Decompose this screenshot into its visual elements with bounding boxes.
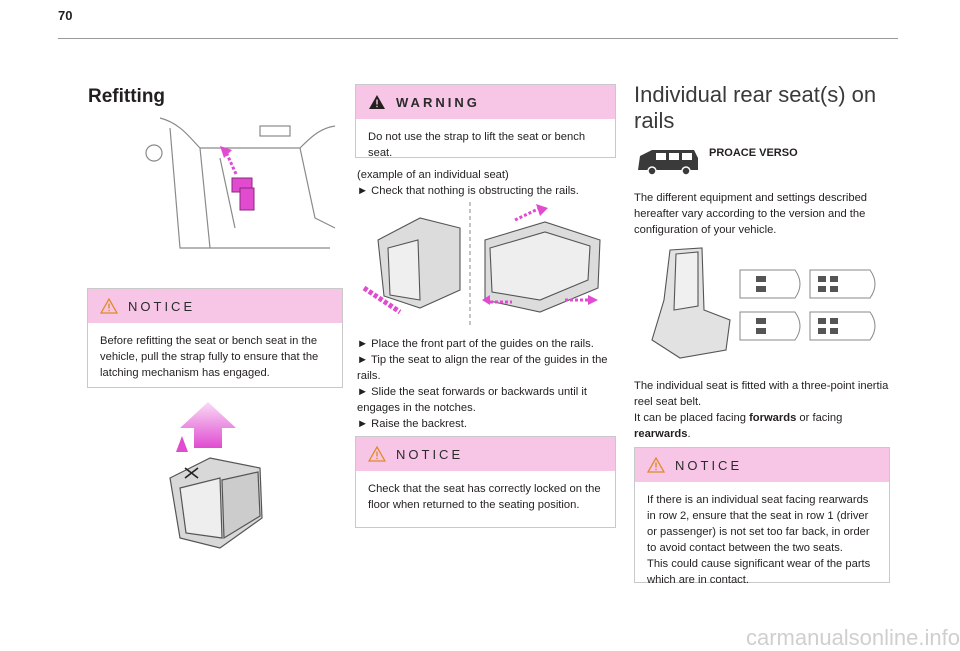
warning-text: Do not use the strap to lift the seat or… [368, 131, 586, 159]
warning-box-strap: WARNING Do not use the strap to lift the… [355, 84, 616, 159]
facing-end: . [687, 428, 691, 440]
notice-title: NOTICE [675, 457, 743, 473]
notice-text-line: This could cause significant wear of the… [647, 558, 871, 586]
notice-box-refitting: NOTICE Before refitting the seat or benc… [87, 288, 343, 388]
header-rule [58, 38, 898, 39]
notice-text: If there is an individual seat facing re… [635, 482, 889, 596]
notice-text: Check that the seat has correctly locked… [368, 483, 601, 511]
notice-text-line: If there is an individual seat facing re… [647, 494, 870, 554]
facing-rearwards: rearwards [634, 428, 688, 440]
step-line: ► Raise the backrest. [357, 418, 467, 430]
paragraph-line: (example of an individual seat) [357, 169, 509, 181]
footer-watermark: carmanualsonline.info [745, 625, 960, 650]
van-icon [638, 150, 698, 176]
notice-text: Before refitting the seat or bench seat … [100, 335, 319, 379]
strap-illustration [145, 117, 336, 249]
intro-paragraph: The different equipment and settings des… [634, 192, 868, 236]
warning-header: WARNING [356, 85, 615, 119]
seat-lift-illustration [169, 402, 263, 549]
step-line: ► Slide the seat forwards or backwards u… [357, 386, 587, 414]
warning-title: WARNING [396, 94, 480, 110]
paragraph-line: ► Check that nothing is obstructing the … [357, 185, 579, 197]
notice-title: NOTICE [396, 446, 464, 462]
warning-triangle-outline-icon [647, 457, 665, 473]
notice-box-locking: NOTICE Check that the seat has correctly… [355, 436, 616, 528]
seat-fitting-steps: ► Place the front part of the guides on … [357, 336, 619, 432]
rails-check-paragraph: (example of an individual seat) ► Check … [357, 167, 617, 199]
facing-text: It can be placed facing [634, 412, 750, 424]
model-label: PROACE VERSO [709, 147, 798, 159]
notice-title: NOTICE [128, 298, 196, 314]
warning-triangle-filled-icon [369, 95, 385, 109]
notice-header: NOTICE [88, 289, 342, 323]
page-number: 70 [58, 8, 73, 23]
seat-belt-line: The individual seat is fitted with a thr… [634, 380, 889, 408]
seat-rails-illustration [362, 202, 601, 328]
facing-line-2: rearwards. [634, 426, 896, 442]
section-title-rear-seats: Individual rear seat(s) on rails [634, 82, 877, 133]
seat-layout-illustration [651, 247, 876, 359]
seat-belt-paragraph: The individual seat is fitted with a thr… [634, 378, 896, 442]
facing-forwards: forwards [749, 412, 797, 424]
facing-or: or facing [796, 412, 843, 424]
facing-line: It can be placed facing forwards or faci… [634, 410, 896, 426]
notice-header: NOTICE [356, 437, 615, 471]
notice-header: NOTICE [635, 448, 889, 482]
section-title-refitting: Refitting [88, 86, 166, 107]
warning-triangle-outline-icon [100, 298, 118, 314]
step-line: ► Place the front part of the guides on … [357, 338, 594, 350]
notice-box-rearwards: NOTICE If there is an individual seat fa… [634, 447, 890, 586]
warning-triangle-outline-icon [368, 446, 386, 462]
step-line: ► Tip the seat to align the rear of the … [357, 354, 608, 382]
